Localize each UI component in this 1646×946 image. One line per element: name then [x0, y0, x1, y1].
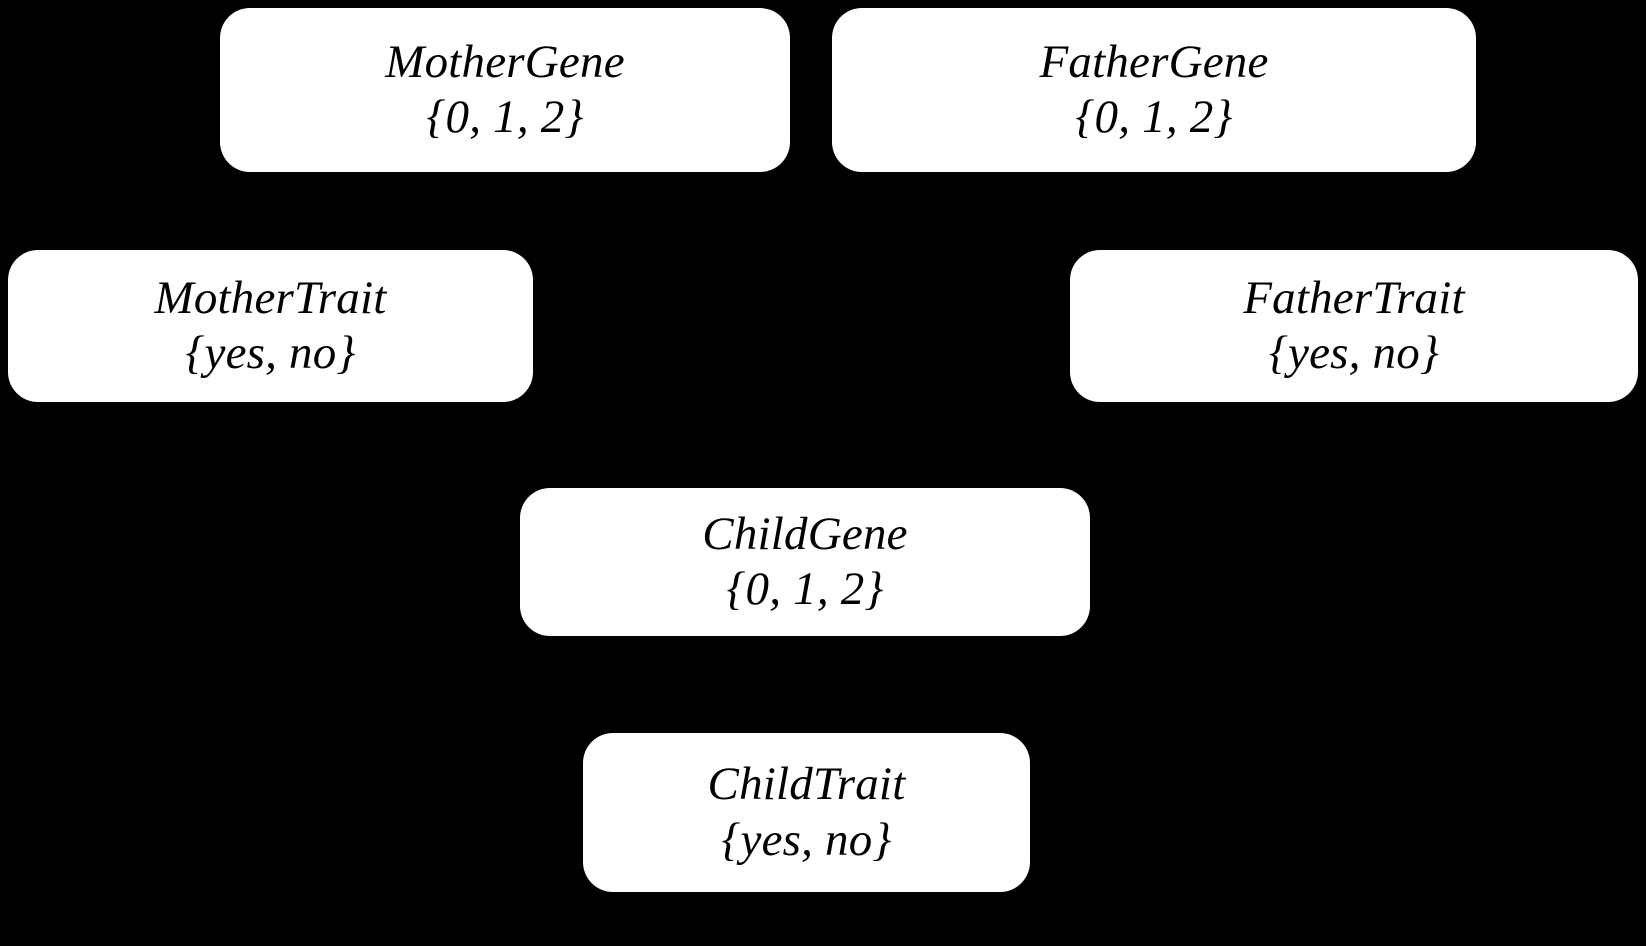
node-mother-trait-domain: {yes, no} [185, 327, 356, 379]
node-father-gene-domain: {0, 1, 2} [1075, 91, 1233, 143]
node-mother-gene[interactable]: MotherGene {0, 1, 2} [220, 8, 790, 172]
node-father-trait[interactable]: FatherTrait {yes, no} [1070, 250, 1638, 402]
node-mother-gene-label: MotherGene [385, 35, 625, 88]
node-mother-gene-domain: {0, 1, 2} [426, 91, 584, 143]
node-child-trait[interactable]: ChildTrait {yes, no} [583, 733, 1030, 892]
node-father-trait-label: FatherTrait [1243, 271, 1465, 324]
node-mother-trait[interactable]: MotherTrait {yes, no} [8, 250, 533, 402]
node-father-trait-domain: {yes, no} [1269, 327, 1439, 379]
node-child-trait-label: ChildTrait [707, 758, 906, 811]
node-child-gene-label: ChildGene [702, 507, 908, 560]
node-father-gene-label: FatherGene [1039, 35, 1269, 88]
node-child-gene[interactable]: ChildGene {0, 1, 2} [520, 488, 1090, 636]
node-mother-trait-label: MotherTrait [154, 271, 387, 324]
node-child-trait-domain: {yes, no} [721, 813, 892, 866]
node-child-gene-domain: {0, 1, 2} [726, 563, 884, 615]
node-father-gene[interactable]: FatherGene {0, 1, 2} [832, 8, 1476, 172]
